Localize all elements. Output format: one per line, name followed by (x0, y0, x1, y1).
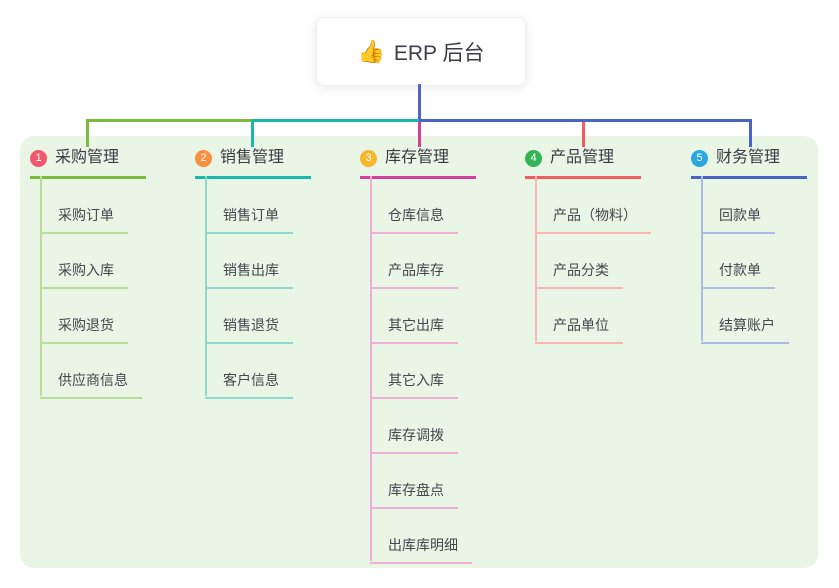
node-item[interactable]: 其它出库 (360, 289, 472, 344)
branch-sales: 2 销售管理 销售订单 销售出库 销售退货 客户信息 (195, 146, 355, 399)
item-label: 结算账户 (701, 315, 789, 344)
connector-root-trunk (418, 84, 421, 121)
item-label: 销售出库 (205, 260, 293, 289)
node-item[interactable]: 产品分类 (525, 234, 651, 289)
branch-product: 4 产品管理 产品（物料） 产品分类 产品单位 (525, 146, 685, 344)
branch-children-line (205, 176, 207, 396)
item-label: 采购订单 (40, 205, 128, 234)
branch-children-line (370, 176, 372, 561)
connector-branch5-horizontal (419, 119, 752, 122)
node-item[interactable]: 产品单位 (525, 289, 651, 344)
item-label: 出库库明细 (370, 535, 472, 564)
branch-children-line (40, 176, 42, 396)
branch-children-line (535, 176, 537, 341)
item-label: 其它入库 (370, 370, 458, 399)
branch-number-badge: 5 (691, 149, 708, 167)
item-label: 销售订单 (205, 205, 293, 234)
branch-inventory-node[interactable]: 3 库存管理 (360, 146, 476, 179)
branch-title: 产品管理 (550, 149, 615, 166)
branch-purchase: 1 采购管理 采购订单 采购入库 采购退货 供应商信息 (30, 146, 190, 399)
item-label: 供应商信息 (40, 370, 142, 399)
item-label: 产品（物料） (535, 205, 651, 234)
branch-number-badge: 3 (360, 149, 377, 167)
thumbs-up-icon: 👍 (357, 38, 385, 64)
connector-branch5-drop (749, 119, 752, 147)
node-item[interactable]: 结算账户 (691, 289, 789, 344)
branch-title: 财务管理 (716, 149, 781, 166)
branch-title: 库存管理 (385, 149, 450, 166)
node-item[interactable]: 付款单 (691, 234, 789, 289)
root-node-title: ERP 后台 (393, 41, 485, 65)
item-label: 产品单位 (535, 315, 623, 344)
node-item[interactable]: 仓库信息 (360, 179, 472, 234)
item-label: 客户信息 (205, 370, 293, 399)
node-item[interactable]: 客户信息 (195, 344, 293, 399)
node-item[interactable]: 回款单 (691, 179, 789, 234)
connector-branch2-drop (251, 119, 254, 147)
item-label: 产品分类 (535, 260, 623, 289)
node-item[interactable]: 产品库存 (360, 234, 472, 289)
branch-number-badge: 4 (525, 149, 542, 167)
branch-number-badge: 2 (195, 149, 212, 167)
branch-title: 销售管理 (220, 149, 285, 166)
connector-branch3-drop (418, 122, 421, 147)
branch-inventory: 3 库存管理 仓库信息 产品库存 其它出库 其它入库 库存调拨 库存盘点 出库库… (360, 146, 520, 564)
item-label: 采购入库 (40, 260, 128, 289)
node-item[interactable]: 库存调拨 (360, 399, 472, 454)
item-label: 其它出库 (370, 315, 458, 344)
branch-finance-node[interactable]: 5 财务管理 (691, 146, 807, 179)
item-label: 付款单 (701, 260, 775, 289)
node-item[interactable]: 出库库明细 (360, 509, 472, 564)
item-label: 回款单 (701, 205, 775, 234)
node-item[interactable]: 销售出库 (195, 234, 293, 289)
root-node-erp[interactable]: 👍 ERP 后台 (316, 17, 526, 86)
node-item[interactable]: 供应商信息 (30, 344, 142, 399)
branch-sales-node[interactable]: 2 销售管理 (195, 146, 311, 179)
branch-purchase-node[interactable]: 1 采购管理 (30, 146, 146, 179)
connector-branch2-horizontal (251, 119, 421, 122)
connector-branch1-drop (86, 119, 89, 147)
item-label: 产品库存 (370, 260, 458, 289)
node-item[interactable]: 销售订单 (195, 179, 293, 234)
node-item[interactable]: 采购退货 (30, 289, 142, 344)
item-label: 仓库信息 (370, 205, 458, 234)
branch-title: 采购管理 (55, 149, 120, 166)
branch-children-line (701, 176, 703, 341)
connector-branch4-drop (582, 122, 585, 147)
node-item[interactable]: 采购入库 (30, 234, 142, 289)
node-item[interactable]: 其它入库 (360, 344, 472, 399)
item-label: 库存调拨 (370, 425, 458, 454)
branch-number-badge: 1 (30, 149, 47, 167)
node-item[interactable]: 产品（物料） (525, 179, 651, 234)
item-label: 销售退货 (205, 315, 293, 344)
item-label: 采购退货 (40, 315, 128, 344)
item-label: 库存盘点 (370, 480, 458, 509)
node-item[interactable]: 库存盘点 (360, 454, 472, 509)
branches-panel-background (20, 136, 818, 568)
node-item[interactable]: 采购订单 (30, 179, 142, 234)
branch-product-node[interactable]: 4 产品管理 (525, 146, 641, 179)
node-item[interactable]: 销售退货 (195, 289, 293, 344)
branch-finance: 5 财务管理 回款单 付款单 结算账户 (691, 146, 839, 344)
connector-branch1-horizontal (86, 119, 253, 122)
